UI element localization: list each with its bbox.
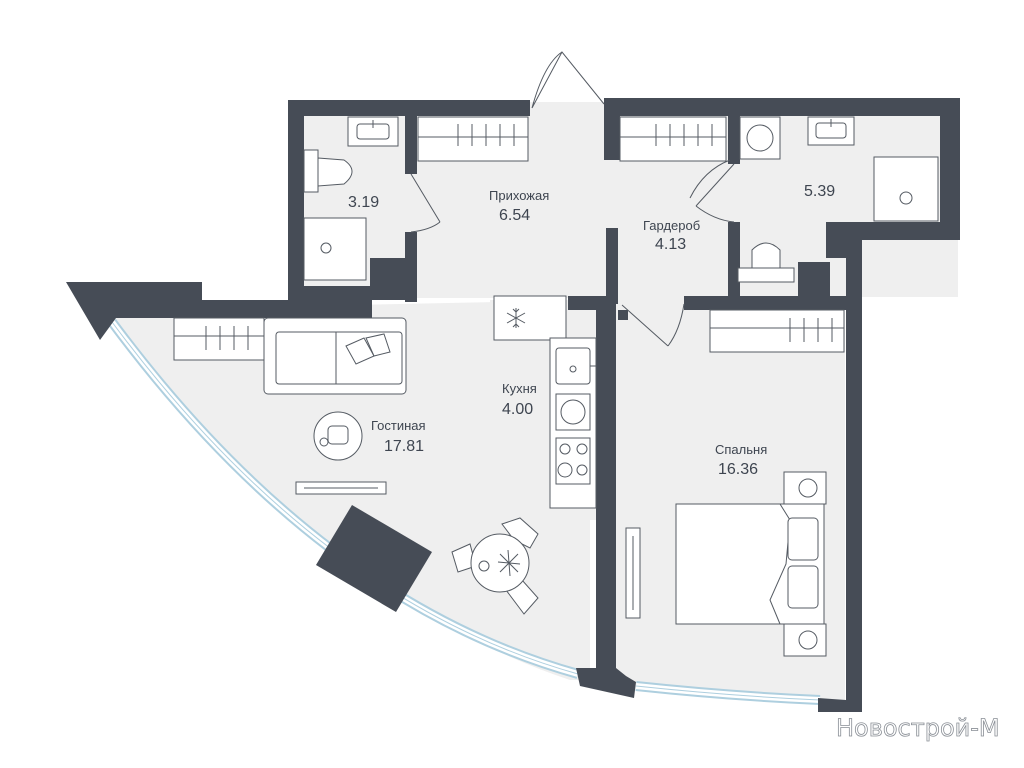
wall <box>606 228 618 304</box>
shower-icon <box>873 156 939 222</box>
living-wardrobe <box>173 317 265 361</box>
bath2-area: 5.39 <box>804 183 835 200</box>
living-area: 17.81 <box>384 438 424 455</box>
bath2-door <box>689 159 731 199</box>
wall <box>728 222 740 302</box>
wall <box>596 300 616 670</box>
snowflake-icon <box>506 308 526 328</box>
bedroom-name: Спальня <box>715 442 767 457</box>
coffee-table <box>313 411 363 461</box>
wall <box>684 296 848 310</box>
hall-wardrobe-left <box>417 116 529 162</box>
washing-machine-icon <box>739 116 781 160</box>
bath1-area: 3.19 <box>348 194 379 211</box>
labels-layer: 3.19 Прихожая 6.54 Гардероб 4.13 5.39 Ку… <box>348 183 835 478</box>
wall <box>618 310 628 320</box>
kitchen-name: Кухня <box>502 381 537 396</box>
wardrobe-name: Гардероб <box>643 218 700 233</box>
hall-area: 6.54 <box>499 207 530 224</box>
wall <box>288 286 414 300</box>
sink-icon <box>555 347 596 385</box>
tv-stand <box>295 481 387 495</box>
wall <box>818 222 862 712</box>
bedroom-wardrobe <box>709 309 845 353</box>
door-layer <box>410 51 735 347</box>
column <box>316 505 432 612</box>
wardrobe-area: 4.13 <box>655 236 686 253</box>
toilet-icon <box>303 149 353 193</box>
washing-machine-icon <box>555 393 591 431</box>
wall <box>405 112 417 174</box>
sink-icon <box>347 116 399 147</box>
living-name: Гостиная <box>371 418 426 433</box>
bedroom-area: 16.36 <box>718 461 758 478</box>
bedroom-door <box>621 303 685 347</box>
bedroom-tv-stand <box>625 527 641 619</box>
nightstand <box>783 623 827 657</box>
wardrobe-door <box>695 163 735 223</box>
wall <box>604 98 620 160</box>
toilet-icon <box>737 242 795 283</box>
hall-wardrobe-right <box>619 116 727 162</box>
wall <box>66 282 372 340</box>
stove-icon <box>555 437 591 485</box>
wall <box>576 668 636 698</box>
watermark-text: Новострой-М <box>836 714 1000 742</box>
bed <box>675 503 825 625</box>
window-bedroom-line <box>635 685 821 701</box>
shower-icon <box>303 217 367 281</box>
wall <box>370 258 412 286</box>
kitchen-area: 4.00 <box>502 401 533 418</box>
wall <box>728 112 740 164</box>
bath1-door <box>410 173 441 233</box>
wall <box>288 100 530 116</box>
furniture-layer <box>173 116 939 657</box>
dining-table <box>451 517 539 615</box>
sink-icon <box>807 116 855 146</box>
wall <box>798 262 830 298</box>
wall-layer <box>66 98 960 712</box>
fridge <box>493 295 567 341</box>
entrance-door <box>531 51 605 109</box>
nightstand <box>783 471 827 505</box>
hall-name: Прихожая <box>489 188 549 203</box>
wall <box>940 98 960 240</box>
wall <box>604 98 960 116</box>
sofa <box>263 317 407 395</box>
wall <box>288 100 304 300</box>
